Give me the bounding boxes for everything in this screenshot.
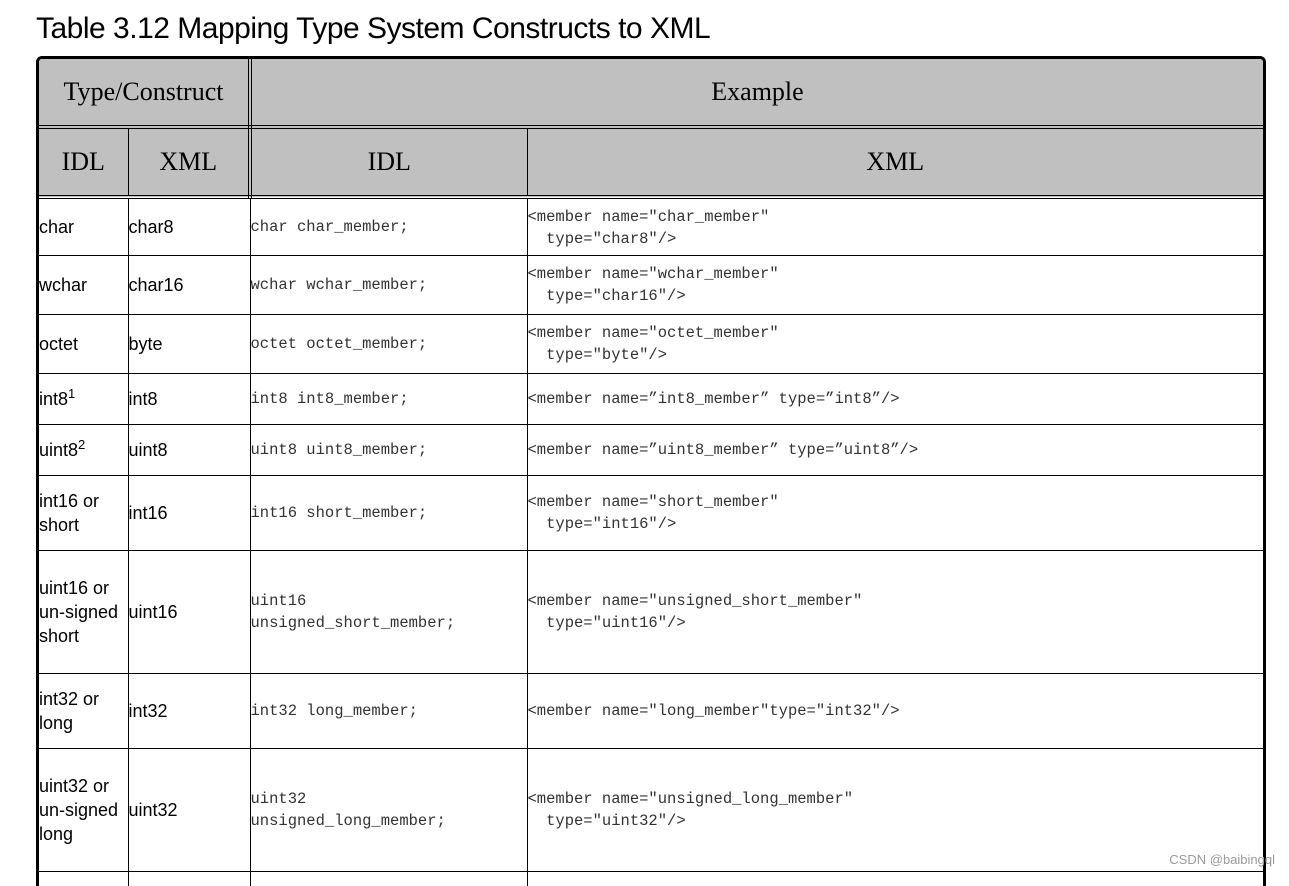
table-row: int32 or long int32 int32 long_member; <… [39,672,1263,749]
idl-example-cell: octet octet_member; [249,313,528,374]
idl-example-cell: int16 short_member; [249,474,528,551]
idl-type-cell: int32 or long [39,672,129,749]
xml-example-cell: <member name="long_member"type="int32"/> [526,672,1263,749]
xml-example-cell: <member name=”uint8_member” type=”uint8”… [526,423,1263,476]
idl-type-cell: uint82 [39,423,129,476]
xml-example-cell: <member name="char_member" type="char8"/… [526,196,1263,256]
idl-type-cell: char [39,196,129,256]
xml-example-cell: <member name="wchar_member" type="char16… [526,254,1263,315]
header-row-columns: IDL XML IDL XML [39,126,1263,199]
header-row-groups: Type/Construct Example [39,59,1263,129]
table-row: int16 or short int16 int16 short_member;… [39,474,1263,551]
header-example: Example [249,59,1263,129]
idl-example-cell: int32 long_member; [249,672,528,749]
footnote-marker[interactable]: 1 [68,385,76,401]
xml-type-cell: int8 [127,372,251,425]
table-row: uint32 or un-signed long uint32 uint32 u… [39,747,1263,872]
xml-type-cell: uint32 [127,747,251,872]
xml-type-cell: char16 [127,254,251,315]
idl-type-text: uint8 [39,439,79,460]
idl-example-cell: uint8 uint8_member; [249,423,528,476]
table-row: uint82 uint8 uint8 uint8_member; <member… [39,423,1263,476]
xml-example-cell: <member name="unsigned_long_member" type… [526,747,1263,872]
idl-example-cell: int8 int8_member; [249,372,528,425]
empty-cell [526,870,1263,886]
xml-example-cell: <member name="unsigned_short_member" typ… [526,549,1263,674]
header-xml-type: XML [127,126,252,199]
xml-example-cell: <member name="octet_member" type="byte"/… [526,313,1263,374]
header-idl-example: IDL [249,126,528,199]
idl-type-cell: uint16 or un-signed short [39,549,129,674]
table-row-partial [39,870,1263,886]
idl-type-cell: octet [39,313,129,374]
xml-example-cell: <member name="short_member" type="int16"… [526,474,1263,551]
empty-cell [39,870,129,886]
xml-type-cell: char8 [127,196,251,256]
xml-type-cell: byte [127,313,251,374]
header-xml-example: XML [526,126,1263,199]
idl-type-cell: int81 [39,372,129,425]
footnote-marker[interactable]: 2 [78,436,86,452]
idl-type-text: int8 [39,388,69,409]
table-row: uint16 or un-signed short uint16 uint16 … [39,549,1263,674]
table-row: int81 int8 int8 int8_member; <member nam… [39,372,1263,425]
empty-cell [127,870,251,886]
table-row: octet byte octet octet_member; <member n… [39,313,1263,374]
xml-type-cell: int16 [127,474,251,551]
xml-type-cell: int32 [127,672,251,749]
header-type-construct: Type/Construct [39,59,252,129]
xml-example-cell: <member name=”int8_member” type=”int8”/> [526,372,1263,425]
empty-cell [249,870,528,886]
idl-example-cell: char char_member; [249,196,528,256]
idl-type-cell: wchar [39,254,129,315]
xml-type-cell: uint8 [127,423,251,476]
table-row: char char8 char char_member; <member nam… [39,196,1263,256]
mapping-table: Type/Construct Example IDL XML IDL XML c… [39,59,1263,886]
watermark: CSDN @baibingql [1169,852,1275,867]
idl-type-cell: int16 or short [39,474,129,551]
idl-type-cell: uint32 or un-signed long [39,747,129,872]
header-idl-type: IDL [39,126,129,199]
idl-example-cell: uint32 unsigned_long_member; [249,747,528,872]
mapping-table-frame: Type/Construct Example IDL XML IDL XML c… [36,56,1266,886]
xml-type-cell: uint16 [127,549,251,674]
table-row: wchar char16 wchar wchar_member; <member… [39,254,1263,315]
idl-example-cell: uint16 unsigned_short_member; [249,549,528,674]
table-title: Table 3.12 Mapping Type System Construct… [36,12,711,45]
idl-example-cell: wchar wchar_member; [249,254,528,315]
